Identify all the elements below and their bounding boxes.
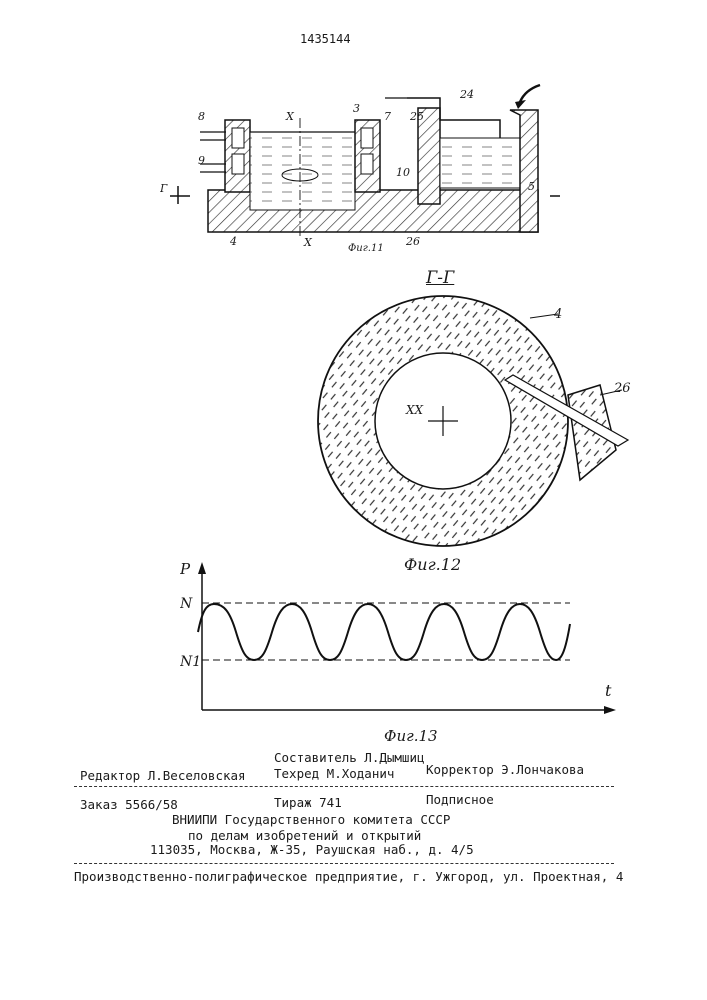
fig13-caption: Фиг.13	[384, 727, 438, 745]
figure-12-drawing: 4 26 XX	[300, 290, 640, 560]
imprint-editor: Редактор Л.Веселовская	[80, 768, 246, 783]
imprint-compiler: Составитель Л.Дымшиц	[274, 750, 425, 765]
imprint-printer: Производственно-полиграфическое предприя…	[74, 869, 623, 884]
fig13-level-lower: N1	[180, 654, 201, 670]
fig11-axis-x-top: X	[285, 110, 295, 123]
fig11-label-10: 10	[396, 166, 410, 179]
imprint-circulation: Тираж 741	[274, 795, 342, 810]
imprint-techred: Техред М.Ходанич	[274, 766, 394, 781]
fig12-label-4: 4	[553, 307, 562, 322]
fig11-axis-x-bottom: X	[303, 236, 313, 249]
imprint-order: Заказ 5566/58	[80, 797, 178, 812]
imprint-org-line1: ВНИИПИ Государственного комитета СССР	[172, 812, 450, 827]
fig13-x-axis-label: t	[605, 681, 612, 700]
fig11-label-25: 25	[409, 110, 424, 123]
fig11-label-4: 4	[229, 235, 237, 248]
fig13-y-axis-label: P	[180, 560, 191, 578]
imprint-rule-bottom	[74, 863, 614, 864]
imprint-rule-top	[74, 786, 614, 787]
imprint-subscription: Подписное	[426, 792, 494, 807]
fig12-section-title: Г-Г	[426, 268, 454, 288]
patent-number: 1435144	[300, 32, 351, 46]
fig12-label-26: 26	[613, 381, 631, 396]
fig11-section-mark-left: Г	[160, 182, 168, 195]
imprint-address: 113035, Москва, Ж-35, Раушская наб., д. …	[150, 842, 474, 857]
fig11-label-3: 3	[353, 102, 360, 115]
fig11-label-8: 8	[198, 110, 205, 123]
fig11-label-24: 24	[459, 88, 474, 101]
fig11-label-26: 26	[405, 235, 420, 248]
fig11-label-7: 7	[384, 110, 391, 123]
imprint-corrector: Корректор Э.Лончакова	[426, 762, 584, 777]
fig11-label-5: 5	[528, 180, 535, 193]
fig11-label-9: 9	[198, 154, 205, 167]
fig12-label-xx: XX	[405, 403, 424, 417]
figure-11-drawing: 8 9 3 7 25 24 10 5 4 26 X X Г Г	[160, 80, 560, 265]
fig13-level-upper: N	[180, 596, 193, 612]
fig11-caption: Фиг.11	[348, 243, 384, 254]
figure-13-graph: P t N N1	[180, 560, 620, 720]
imprint-org-line2: по делам изобретений и открытий	[188, 828, 421, 843]
